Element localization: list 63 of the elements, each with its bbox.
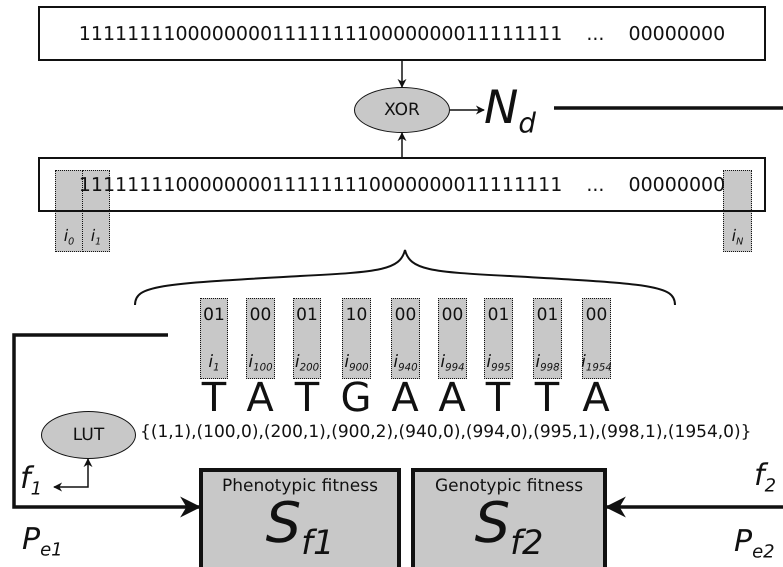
index-cell xyxy=(533,298,562,379)
bit-pair: 00 xyxy=(250,305,272,325)
bit-string: 1111111100000000111111110000000011111111 ... 00000000 xyxy=(78,174,726,196)
index-label: i$_{200}$ xyxy=(294,352,320,374)
arrow xyxy=(398,61,406,88)
nucleotide-letter: G xyxy=(340,378,372,418)
arrow xyxy=(12,333,202,518)
box-heading: Genotypic fitness xyxy=(434,476,584,496)
math-symbol: N$_{d}$ xyxy=(484,82,554,142)
index-cell xyxy=(293,298,321,379)
index-label: i$_{100}$ xyxy=(248,352,273,374)
math-symbol: f$_{2}$ xyxy=(754,458,776,496)
bit-pair: 01 xyxy=(203,305,225,325)
index-cell xyxy=(484,298,513,379)
arrow xyxy=(53,458,92,492)
bit-pair: 10 xyxy=(346,305,368,325)
math-symbol: P$_{e1}$ xyxy=(22,522,63,560)
math-symbol: S$_{f2}$ xyxy=(474,496,544,560)
index-cell xyxy=(200,298,228,379)
bit-pair: 01 xyxy=(296,305,318,325)
connector-line xyxy=(554,106,783,110)
bit-string-box xyxy=(38,157,766,212)
arrow xyxy=(398,132,406,157)
ellipse-label: XOR xyxy=(384,100,420,120)
bit-pair: 01 xyxy=(488,305,510,325)
fitness-box xyxy=(411,468,607,567)
bit-string-box xyxy=(38,6,766,61)
nucleotide-letter: T xyxy=(294,378,320,418)
bit-pair: 00 xyxy=(442,305,464,325)
arrow xyxy=(450,106,485,114)
index-cell xyxy=(438,298,467,379)
index-label: i$_{940}$ xyxy=(393,352,418,374)
bit-pair: 00 xyxy=(586,305,608,325)
bit-pair: 00 xyxy=(394,305,416,325)
bit-string: 1111111100000000111111110000000011111111 ... 00000000 xyxy=(78,22,726,44)
nucleotide-letter: A xyxy=(245,378,275,418)
math-symbol: P$_{e2}$ xyxy=(734,524,775,562)
index-cell xyxy=(723,170,752,252)
nucleotide-letter: A xyxy=(437,378,467,418)
index-label: i$_{995}$ xyxy=(486,352,511,374)
index-label: i$_{1}$ xyxy=(90,226,102,247)
index-cell xyxy=(582,298,611,379)
index-label: i$_{1}$ xyxy=(208,352,220,374)
nucleotide-letter: T xyxy=(534,378,560,418)
lookup-set: {(1,1),(100,0),(200,1),(900,2),(940,0),(994,0),(995,1),(998,1),(1954,0)} xyxy=(140,422,752,442)
box-heading: Phenotypic fitness xyxy=(222,476,378,496)
index-cell xyxy=(246,298,275,379)
index-cell xyxy=(342,298,371,379)
index-label: i$_{998}$ xyxy=(535,352,560,374)
index-label: i$_{900}$ xyxy=(344,352,369,374)
index-label: i$_{994}$ xyxy=(440,352,465,374)
nucleotide-letter: A xyxy=(581,378,611,418)
bit-pair: 01 xyxy=(536,305,558,325)
nucleotide-letter: T xyxy=(200,378,228,418)
math-symbol: f$_{1}$ xyxy=(20,462,54,502)
ellipse-label: LUT xyxy=(72,425,104,445)
fitness-box xyxy=(199,468,401,567)
nucleotide-letter: T xyxy=(484,378,512,418)
index-label: i$_{N}$ xyxy=(732,226,744,247)
index-cell xyxy=(391,298,420,379)
nucleotide-letter: A xyxy=(390,378,420,418)
math-symbol: S$_{f1}$ xyxy=(266,496,334,560)
index-label: i$_{0}$ xyxy=(64,226,74,247)
